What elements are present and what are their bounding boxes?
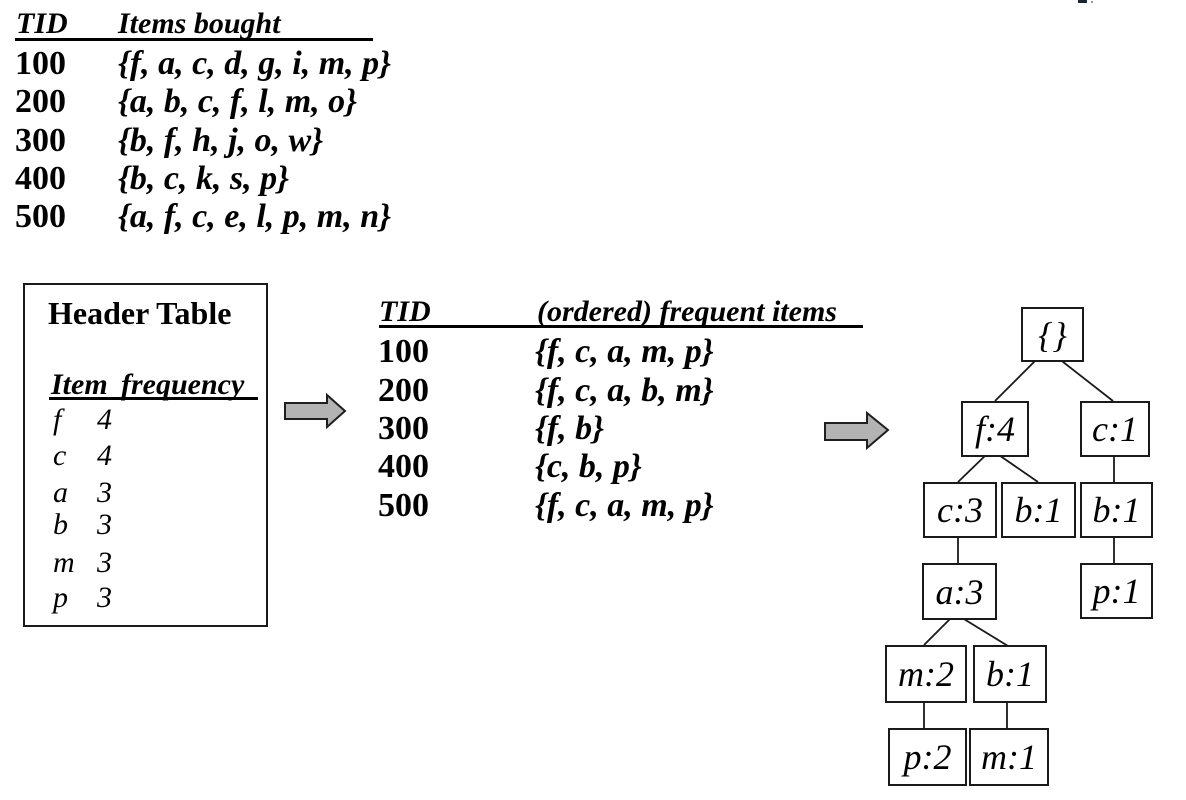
transaction-tid: 500 (15, 198, 66, 235)
header-table-col-underline (49, 397, 258, 400)
header-item: f (53, 403, 62, 436)
fp-tree-node-root: {} (1021, 307, 1084, 362)
header-item: a (53, 476, 68, 509)
transaction-items: {b, f, h, j, o, w} (118, 122, 324, 159)
fp-tree-node-c3: c:3 (923, 482, 997, 538)
cropped-edge-artifact (1091, 1, 1093, 3)
header-item: m (53, 546, 75, 579)
fp-tree-node-m1: m:1 (969, 728, 1049, 786)
header-table-col-item: Item (51, 368, 108, 401)
header-item: p (53, 581, 68, 614)
transaction-tid: 300 (15, 122, 66, 159)
header-item: b (53, 508, 68, 541)
fp-tree-node-f4: f:4 (961, 401, 1029, 457)
flow-arrow-icon (284, 392, 347, 430)
transaction-items: {a, f, c, e, l, p, m, n} (118, 198, 391, 235)
ordered-tid: 300 (378, 410, 429, 447)
transactions-header-underline (15, 38, 373, 41)
transaction-tid: 200 (15, 83, 66, 120)
ordered-header-underline (379, 325, 863, 328)
header-frequency: 3 (97, 581, 112, 614)
transaction-tid: 100 (15, 45, 66, 82)
ordered-items: {f, c, a, m, p} (535, 333, 714, 370)
fp-tree-node-b1-mid: b:1 (1001, 482, 1076, 538)
header-table-box: Header Table Item frequency f 4 c 4 a 3 … (23, 283, 268, 627)
ordered-items: {f, c, a, b, m} (535, 372, 714, 409)
header-frequency: 4 (97, 439, 112, 472)
header-table-title: Header Table (48, 295, 232, 331)
header-frequency: 3 (97, 508, 112, 541)
ordered-header-items: (ordered) frequent items (537, 295, 837, 328)
transactions-header-items: Items bought (118, 7, 281, 40)
header-frequency: 4 (97, 403, 112, 436)
fp-tree-node-b1-low: b:1 (973, 645, 1047, 703)
fp-tree-node-c1: c:1 (1080, 401, 1150, 457)
ordered-tid: 100 (378, 333, 429, 370)
flow-arrow-icon (824, 410, 890, 451)
ordered-tid: 400 (378, 448, 429, 485)
ordered-items: {f, c, a, m, p} (535, 487, 714, 524)
fp-tree-node-a3: a:3 (922, 563, 997, 620)
transactions-header-tid: TID (16, 7, 68, 40)
cropped-edge-artifact (1078, 0, 1087, 3)
ordered-items: {c, b, p} (535, 448, 642, 485)
header-frequency: 3 (97, 546, 112, 579)
ordered-items: {f, b} (535, 410, 604, 447)
transaction-tid: 400 (15, 160, 66, 197)
fp-tree-node-b1-right: b:1 (1080, 482, 1153, 538)
fp-tree-node-m2: m:2 (885, 645, 967, 703)
header-frequency: 3 (97, 476, 112, 509)
transaction-items: {f, a, c, d, g, i, m, p} (118, 45, 391, 82)
transaction-items: {b, c, k, s, p} (118, 160, 289, 197)
ordered-tid: 500 (378, 487, 429, 524)
ordered-header-tid: TID (379, 295, 431, 328)
transaction-items: {a, b, c, f, l, m, o} (118, 83, 357, 120)
ordered-tid: 200 (378, 372, 429, 409)
fp-tree-node-p1: p:1 (1080, 563, 1153, 619)
fp-tree-node-p2: p:2 (888, 728, 967, 786)
header-item: c (53, 439, 67, 472)
header-table-col-frequency: frequency (121, 368, 245, 401)
